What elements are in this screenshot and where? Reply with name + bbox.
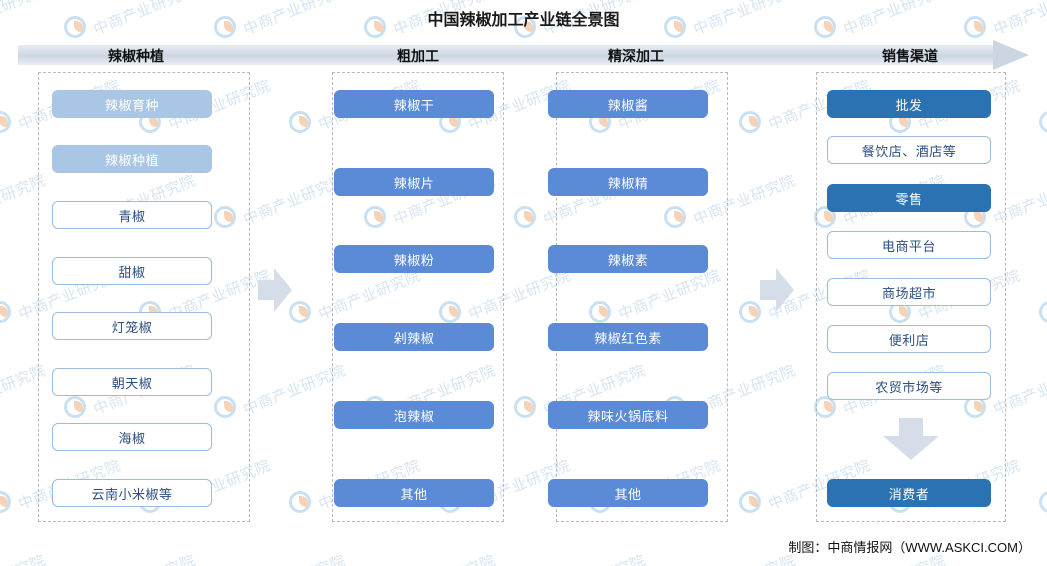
node-primary-4[interactable]: 泡辣椒 (334, 401, 494, 429)
askci-logo-icon (1039, 111, 1047, 133)
node-deep-4[interactable]: 辣味火锅底料 (548, 401, 708, 429)
askci-logo-icon (289, 491, 311, 513)
stage-label-primary-processing: 粗加工 (397, 48, 439, 64)
node-sales-0[interactable]: 批发 (827, 90, 991, 118)
watermark-text: 中商产业研究院 (240, 549, 348, 566)
node-planting-2[interactable]: 青椒 (52, 201, 212, 229)
page-title: 中国辣椒加工产业链全景图 (427, 12, 620, 29)
credit-text: 制图：中商情报网（WWW.ASKCI.COM） (788, 540, 1031, 555)
askci-logo-icon (739, 491, 761, 513)
arrow-deep-to-sales-icon (760, 268, 794, 312)
node-primary-2[interactable]: 辣椒粉 (334, 245, 494, 273)
stage-flow-bar-shaft (18, 45, 993, 65)
stage-flow-arrow-icon (993, 40, 1029, 70)
node-planting-5[interactable]: 朝天椒 (52, 368, 212, 396)
askci-logo-icon (1039, 491, 1047, 513)
column-primary-processing (332, 72, 504, 522)
arrow-planting-to-primary-icon (258, 268, 292, 312)
askci-logo-icon (289, 301, 311, 323)
askci-logo-icon (289, 111, 311, 133)
askci-logo-icon (739, 111, 761, 133)
node-planting-4[interactable]: 灯笼椒 (52, 312, 212, 340)
node-sales-7[interactable]: 消费者 (827, 479, 991, 507)
node-primary-3[interactable]: 剁辣椒 (334, 323, 494, 351)
column-sales-channel (816, 72, 1006, 522)
watermark-text: 中商产业研究院 (0, 549, 48, 566)
node-deep-3[interactable]: 辣椒红色素 (548, 323, 708, 351)
node-primary-0[interactable]: 辣椒干 (334, 90, 494, 118)
node-sales-3[interactable]: 电商平台 (827, 231, 991, 259)
watermark-text: 中商产业研究院 (690, 549, 798, 566)
node-deep-0[interactable]: 辣椒酱 (548, 90, 708, 118)
askci-logo-icon (1039, 301, 1047, 323)
node-planting-6[interactable]: 海椒 (52, 423, 212, 451)
watermark-text: 中商产业研究院 (540, 549, 648, 566)
askci-logo-icon (0, 111, 11, 133)
node-deep-1[interactable]: 辣椒精 (548, 168, 708, 196)
stage-label-deep-processing: 精深加工 (608, 48, 664, 64)
node-planting-1[interactable]: 辣椒种植 (52, 145, 212, 173)
node-planting-0[interactable]: 辣椒育种 (52, 90, 212, 118)
askci-logo-icon (0, 491, 11, 513)
stage-label-sales-channel: 销售渠道 (882, 48, 938, 64)
askci-logo-icon (739, 301, 761, 323)
node-planting-7[interactable]: 云南小米椒等 (52, 479, 212, 507)
node-primary-5[interactable]: 其他 (334, 479, 494, 507)
node-sales-2[interactable]: 零售 (827, 184, 991, 212)
node-deep-5[interactable]: 其他 (548, 479, 708, 507)
watermark-text: 中商产业研究院 (90, 549, 198, 566)
askci-logo-icon (514, 206, 536, 228)
column-deep-processing (556, 72, 728, 522)
node-sales-6[interactable]: 农贸市场等 (827, 372, 991, 400)
askci-logo-icon (514, 396, 536, 418)
node-planting-3[interactable]: 甜椒 (52, 257, 212, 285)
stage-label-planting: 辣椒种植 (108, 48, 164, 64)
column-planting (38, 72, 250, 522)
askci-logo-icon (0, 301, 11, 323)
node-sales-5[interactable]: 便利店 (827, 325, 991, 353)
node-primary-1[interactable]: 辣椒片 (334, 168, 494, 196)
node-sales-4[interactable]: 商场超市 (827, 278, 991, 306)
arrow-channels-to-consumer-icon (883, 418, 939, 460)
stage-flow-bar (18, 40, 1029, 70)
watermark-text: 中商产业研究院 (390, 549, 498, 566)
node-deep-2[interactable]: 辣椒素 (548, 245, 708, 273)
node-sales-1[interactable]: 餐饮店、酒店等 (827, 136, 991, 164)
